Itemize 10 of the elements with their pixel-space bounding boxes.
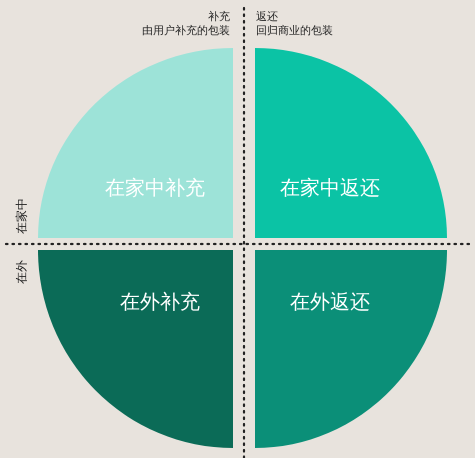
axis-title: 返还 — [256, 10, 278, 23]
axis-title: 补充 — [208, 10, 230, 23]
quadrant-label: 在家中补充 — [105, 174, 205, 202]
axis-title: 在家中 — [14, 198, 30, 234]
quadrant-label: 在外补充 — [120, 288, 200, 316]
quadrant-label: 在家中返还 — [280, 174, 380, 202]
quadrant-label: 在外返还 — [290, 288, 370, 316]
axis-subtitle: 回归商业的包装 — [256, 24, 333, 37]
axis-subtitle: 由用户补充的包装 — [142, 24, 230, 37]
axis-title: 在外 — [14, 260, 30, 284]
